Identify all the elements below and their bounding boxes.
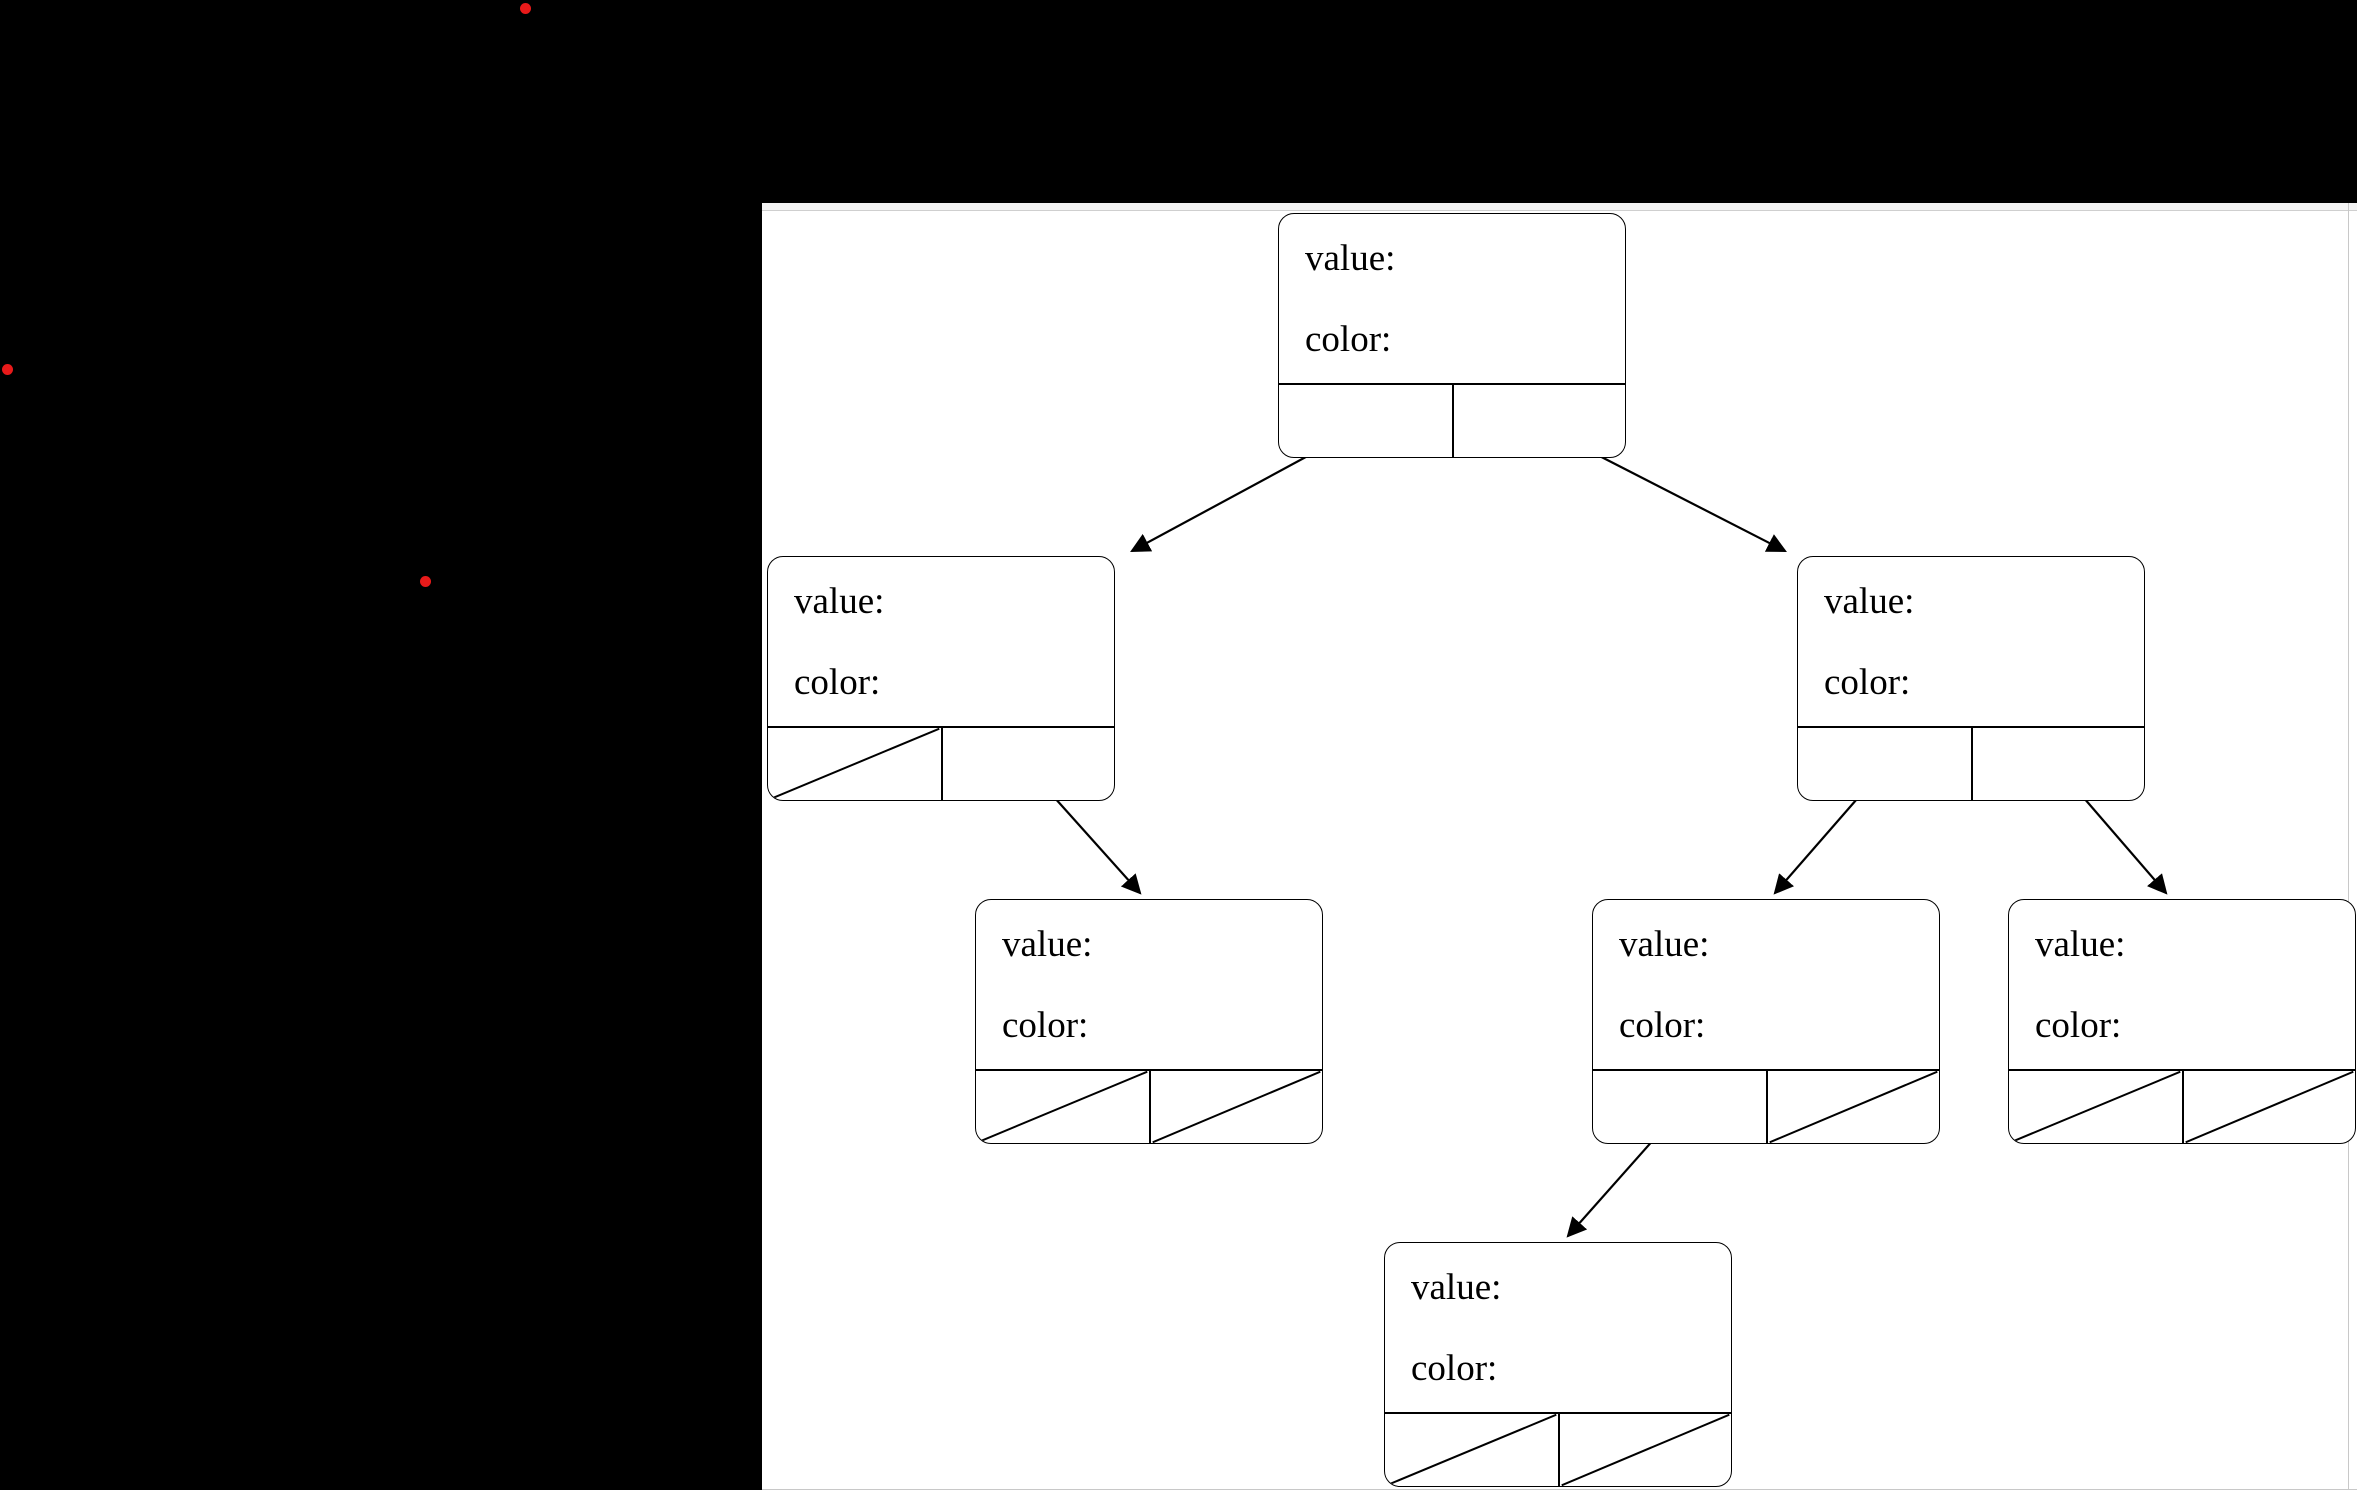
node-value-label: value: (1619, 924, 1710, 965)
node-pointer-row (2009, 1069, 2355, 1143)
marker-dot-top (520, 3, 531, 14)
node-pointer-row (1279, 383, 1625, 457)
node-color-label: color: (2035, 1005, 2122, 1046)
tree-node-right-right-leaf[interactable]: value: color: (2008, 899, 2356, 1144)
null-pointer-slash-icon (1385, 1414, 1558, 1486)
node-fields: value: color: (2009, 900, 2355, 1044)
node-right-pointer-cell[interactable] (1452, 385, 1625, 457)
node-fields: value: color: (1798, 557, 2144, 701)
node-color-label: color: (1824, 662, 1911, 703)
node-left-pointer-cell[interactable] (1798, 728, 1971, 800)
node-value-label: value: (2035, 924, 2126, 965)
null-pointer-slash-icon (768, 728, 941, 800)
marker-dot-left (2, 364, 13, 375)
node-color-label: color: (1411, 1348, 1498, 1389)
vertical-scrollbar[interactable] (2348, 203, 2349, 1490)
node-left-pointer-cell[interactable] (1279, 385, 1452, 457)
node-right-pointer-cell[interactable] (941, 728, 1114, 800)
node-pointer-row (976, 1069, 1322, 1143)
node-fields: value: color: (1593, 900, 1939, 1044)
node-color-label: color: (1305, 319, 1392, 360)
tree-node-right-left[interactable]: value: color: (1592, 899, 1940, 1144)
tree-node-root[interactable]: value: color: (1278, 213, 1626, 458)
node-fields: value: color: (976, 900, 1322, 1044)
node-left-pointer-cell[interactable] (1385, 1414, 1558, 1486)
node-pointer-row (1798, 726, 2144, 800)
node-value-label: value: (1411, 1267, 1502, 1308)
tree-node-deep-leaf[interactable]: value: color: (1384, 1242, 1732, 1487)
node-right-pointer-cell[interactable] (1971, 728, 2144, 800)
node-right-pointer-cell[interactable] (1149, 1071, 1322, 1143)
node-pointer-row (768, 726, 1114, 800)
node-left-pointer-cell[interactable] (1593, 1071, 1766, 1143)
tree-node-left-child[interactable]: value: color: (767, 556, 1115, 801)
diagram-viewport[interactable]: value:color:value:color:value:color:valu… (762, 203, 2357, 1490)
node-color-label: color: (794, 662, 881, 703)
null-pointer-slash-icon (2184, 1071, 2355, 1143)
null-pointer-slash-icon (2009, 1071, 2182, 1143)
null-pointer-slash-icon (1560, 1414, 1731, 1486)
node-value-label: value: (794, 581, 885, 622)
node-fields: value: color: (768, 557, 1114, 701)
null-pointer-slash-icon (976, 1071, 1149, 1143)
tree-node-right-child[interactable]: value: color: (1797, 556, 2145, 801)
node-color-label: color: (1002, 1005, 1089, 1046)
node-right-pointer-cell[interactable] (2182, 1071, 2355, 1143)
node-value-label: value: (1305, 238, 1396, 279)
node-left-pointer-cell[interactable] (976, 1071, 1149, 1143)
node-left-pointer-cell[interactable] (2009, 1071, 2182, 1143)
null-pointer-slash-icon (1768, 1071, 1939, 1143)
node-value-label: value: (1002, 924, 1093, 965)
node-fields: value: color: (1385, 1243, 1731, 1387)
marker-dot-middle (420, 576, 431, 587)
node-value-label: value: (1824, 581, 1915, 622)
node-right-pointer-cell[interactable] (1766, 1071, 1939, 1143)
panel-top-band (762, 203, 2357, 211)
node-right-pointer-cell[interactable] (1558, 1414, 1731, 1486)
node-pointer-row (1385, 1412, 1731, 1486)
null-pointer-slash-icon (1151, 1071, 1322, 1143)
node-left-pointer-cell[interactable] (768, 728, 941, 800)
node-color-label: color: (1619, 1005, 1706, 1046)
node-fields: value: color: (1279, 214, 1625, 358)
node-pointer-row (1593, 1069, 1939, 1143)
tree-node-left-right-leaf[interactable]: value: color: (975, 899, 1323, 1144)
